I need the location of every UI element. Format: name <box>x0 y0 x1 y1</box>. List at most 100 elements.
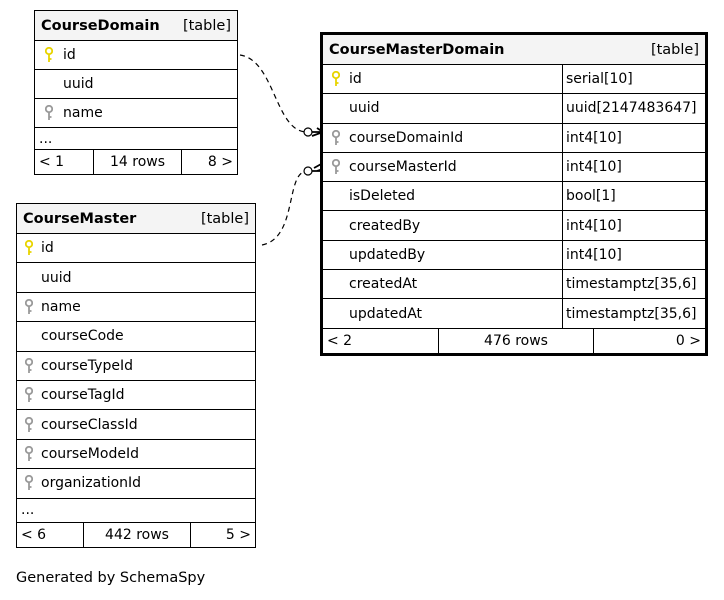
column-type: int4[10] <box>562 123 705 152</box>
column-row[interactable]: courseTypeId <box>17 352 255 381</box>
column-type: serial[10] <box>562 65 705 94</box>
table-header: CourseMaster [table] <box>17 204 255 234</box>
column-name: courseDomainId <box>349 129 464 146</box>
more-columns-ellipsis: ... <box>17 499 255 523</box>
column-name: courseClassId <box>41 416 138 433</box>
column-type: bool[1] <box>562 182 705 211</box>
column-row[interactable]: courseTagId <box>17 381 255 411</box>
column-name: courseModeId <box>41 445 139 462</box>
table-name: CourseDomain <box>41 17 160 34</box>
children-link[interactable]: 5 > <box>190 522 255 547</box>
column-row[interactable]: id <box>35 41 237 70</box>
column-name: courseTagId <box>41 387 125 404</box>
table-type: [table] <box>200 210 249 227</box>
row-count: 14 rows <box>93 150 181 174</box>
key-spacer <box>323 94 349 122</box>
column-name: createdAt <box>349 276 418 293</box>
table-footer: < 6 442 rows 5 > <box>17 522 255 547</box>
index-key-icon <box>17 440 41 468</box>
column-name: name <box>63 105 103 121</box>
column-name: courseMasterId <box>349 159 457 176</box>
row-count: 442 rows <box>83 522 190 547</box>
edge-coursedomain-to-coursemasterdomain <box>239 54 308 133</box>
key-spacer <box>323 182 349 210</box>
table-footer: < 2 476 rows 0 > <box>323 328 705 353</box>
column-row[interactable]: organizationId <box>17 469 255 499</box>
primary-key-icon <box>35 41 63 69</box>
table-name: CourseMasterDomain <box>329 41 505 58</box>
children-link[interactable]: 0 > <box>593 328 705 353</box>
column-row[interactable]: courseClassId <box>17 410 255 440</box>
parents-link[interactable]: < 2 <box>327 332 353 349</box>
key-spacer <box>35 70 63 98</box>
key-spacer <box>323 241 349 269</box>
column-name: uuid <box>41 269 72 286</box>
column-row[interactable]: courseMasterId int4[10] <box>323 152 705 183</box>
column-row[interactable]: createdAt timestamptz[35,6] <box>323 270 705 300</box>
row-count: 476 rows <box>438 328 593 353</box>
key-spacer <box>323 299 349 327</box>
parents-link[interactable]: < 1 <box>39 154 65 170</box>
key-spacer <box>17 322 41 350</box>
column-row[interactable]: courseModeId <box>17 440 255 470</box>
column-type: timestamptz[35,6] <box>562 299 705 328</box>
table-footer: < 1 14 rows 8 > <box>35 150 237 174</box>
column-row[interactable]: uuid uuid[2147483647] <box>323 94 705 124</box>
children-link[interactable]: 8 > <box>181 150 237 174</box>
zero-marker-icon <box>303 127 313 137</box>
column-type: timestamptz[35,6] <box>562 270 705 299</box>
key-spacer <box>17 263 41 291</box>
table-course-master[interactable]: CourseMaster [table] id uuid name courseCod… <box>16 203 256 548</box>
column-type: uuid[2147483647] <box>562 94 705 123</box>
column-name: updatedAt <box>349 305 423 322</box>
primary-key-icon <box>323 65 349 93</box>
column-row[interactable]: uuid <box>35 70 237 99</box>
index-key-icon <box>323 153 349 181</box>
generated-by-note: Generated by SchemaSpy <box>16 570 206 586</box>
table-type: [table] <box>182 17 231 34</box>
column-name: courseCode <box>41 328 124 345</box>
column-type: int4[10] <box>562 240 705 270</box>
table-type: [table] <box>650 41 699 58</box>
index-key-icon <box>323 124 349 152</box>
column-name: id <box>349 71 362 88</box>
index-key-icon <box>17 381 41 409</box>
column-name: uuid <box>63 76 94 92</box>
index-key-icon <box>17 352 41 380</box>
zero-marker-icon <box>303 166 313 176</box>
index-key-icon <box>17 469 41 497</box>
column-row[interactable]: courseDomainId int4[10] <box>323 123 705 153</box>
table-course-domain[interactable]: CourseDomain [table] id uuid name ... < 1 … <box>34 10 238 175</box>
key-spacer <box>323 211 349 239</box>
column-name: courseTypeId <box>41 357 133 374</box>
column-row[interactable]: name <box>35 99 237 128</box>
more-columns-ellipsis: ... <box>35 128 237 150</box>
column-name: updatedBy <box>349 246 426 263</box>
index-key-icon <box>35 99 63 127</box>
index-key-icon <box>17 410 41 438</box>
column-name: name <box>41 298 81 315</box>
column-row[interactable]: uuid <box>17 263 255 293</box>
column-row[interactable]: updatedAt timestamptz[35,6] <box>323 299 705 329</box>
column-name: id <box>63 47 76 63</box>
column-row[interactable]: updatedBy int4[10] <box>323 240 705 271</box>
column-row[interactable]: name <box>17 293 255 323</box>
index-key-icon <box>17 293 41 321</box>
column-name: uuid <box>349 100 380 117</box>
table-name: CourseMaster <box>23 210 137 227</box>
column-row[interactable]: createdBy int4[10] <box>323 211 705 241</box>
column-row[interactable]: id serial[10] <box>323 65 705 95</box>
column-row[interactable]: id <box>17 234 255 264</box>
parents-link[interactable]: < 6 <box>21 526 47 543</box>
column-row[interactable]: courseCode <box>17 322 255 352</box>
primary-key-icon <box>17 234 41 262</box>
column-type: int4[10] <box>562 211 705 240</box>
edge-coursemaster-to-coursemasterdomain <box>261 170 308 246</box>
column-name: organizationId <box>41 475 142 492</box>
column-type: int4[10] <box>562 152 705 182</box>
key-spacer <box>323 270 349 298</box>
table-header: CourseDomain [table] <box>35 11 237 41</box>
column-name: createdBy <box>349 217 421 234</box>
